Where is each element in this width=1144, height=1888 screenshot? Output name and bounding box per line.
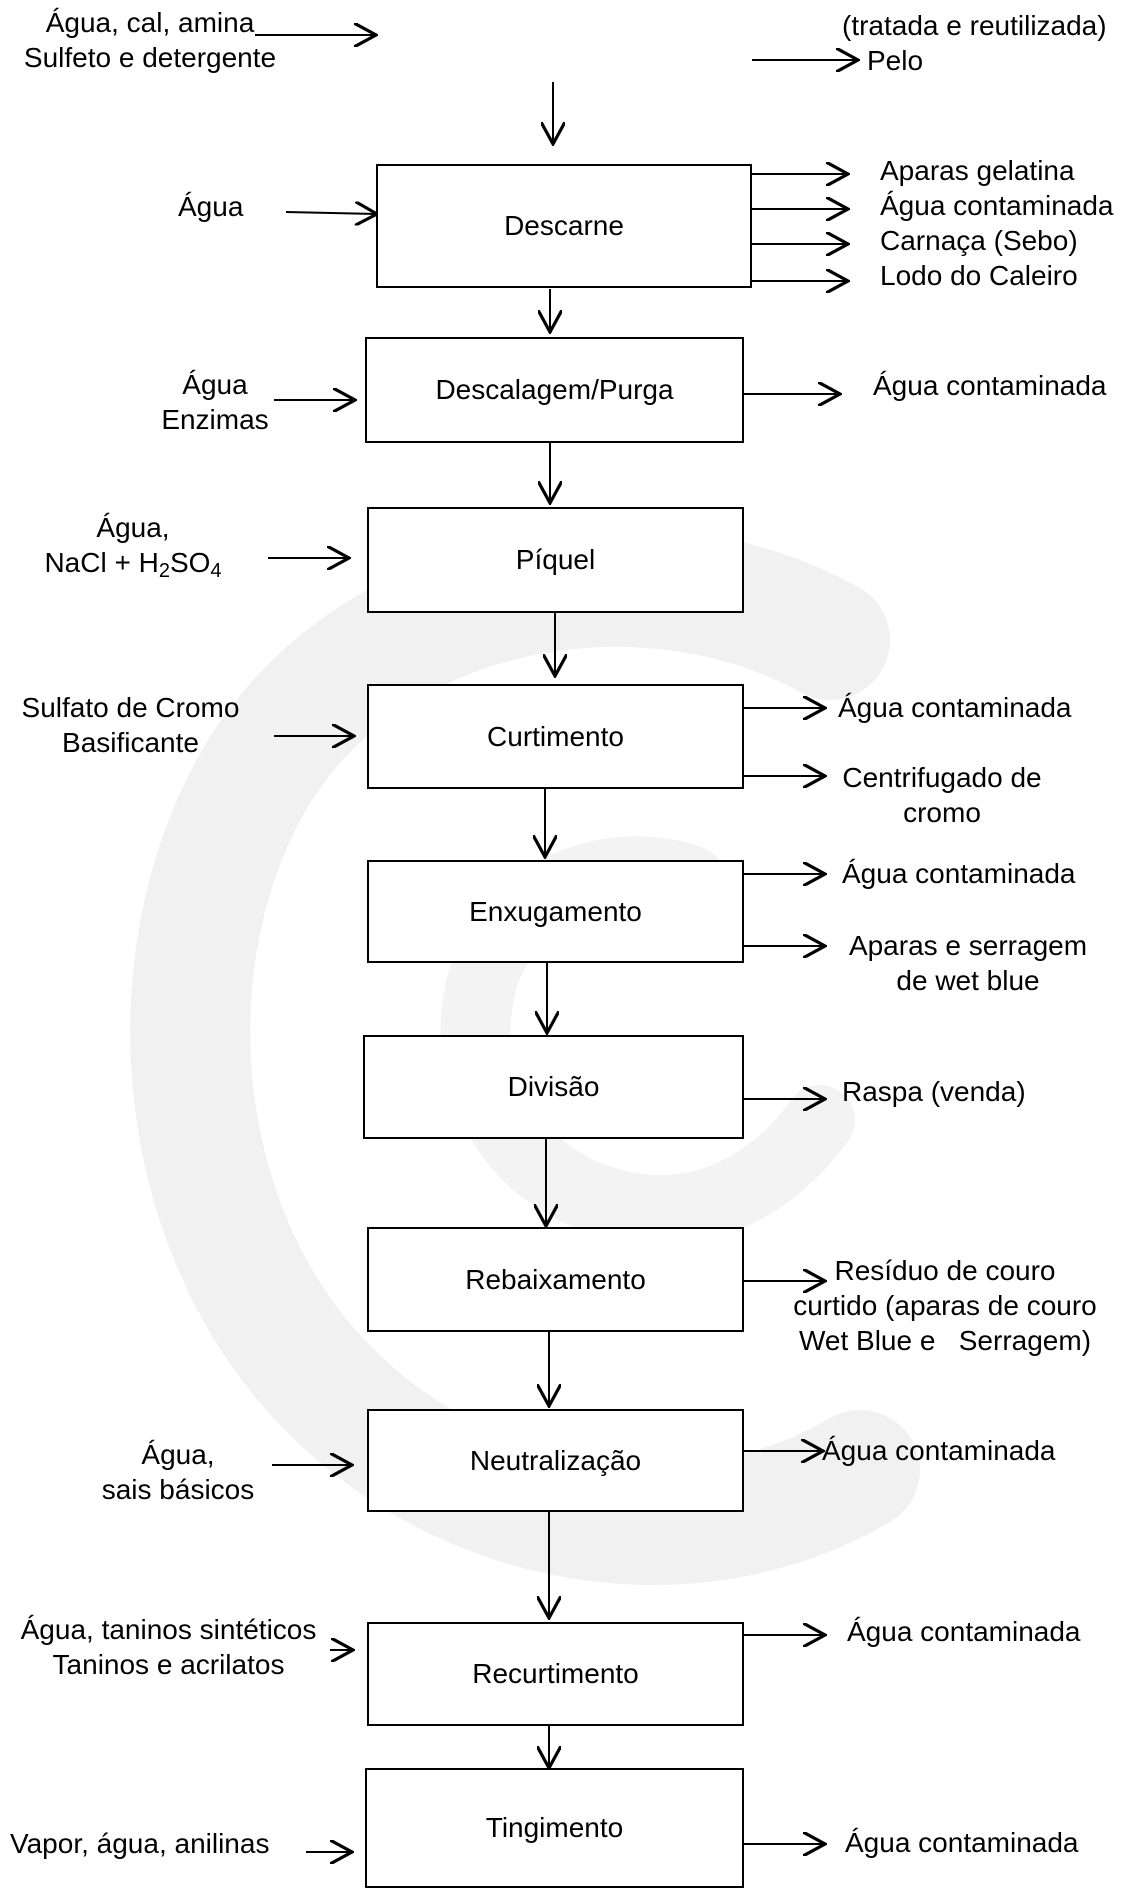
step-box-recurtimento: Recurtimento [367, 1622, 744, 1726]
top-output-line-1: (tratada e reutilizada) [842, 10, 1107, 41]
enxugamento-output-1: Água contaminada [842, 858, 1076, 889]
step-label-tingimento: Tingimento [485, 1812, 624, 1844]
step-box-neutralizacao: Neutralização [367, 1409, 744, 1512]
step-box-descarne: Descarne [376, 164, 752, 288]
curtimento-output-2b: cromo [903, 797, 981, 828]
curtimento-input-1: Sulfato de Cromo [21, 692, 240, 723]
tingimento-output: Água contaminada [845, 1827, 1079, 1858]
descalagem-inputs: Água Enzimas [150, 367, 280, 437]
step-label-descarne: Descarne [504, 210, 624, 242]
piquel-input-2d: 4 [210, 560, 222, 582]
curtimento-output-2a: Centrifugado de [842, 762, 1042, 793]
neutralizacao-inputs: Água, sais básicos [88, 1437, 268, 1507]
neutralizacao-output: Água contaminada [822, 1435, 1056, 1466]
step-label-recurtimento: Recurtimento [472, 1658, 639, 1690]
recurtimento-input-1: Água, taninos sintéticos [20, 1614, 317, 1645]
enxugamento-output-2b: de wet blue [896, 965, 1040, 996]
rebaixamento-output-2: curtido (aparas de couro [793, 1290, 1097, 1321]
step-box-descalagem-purga: Descalagem/Purga [365, 337, 744, 443]
top-output-line-2: Pelo [867, 45, 924, 76]
descarne-output-3: Carnaça (Sebo) [880, 225, 1078, 256]
rebaixamento-output: Resíduo de couro curtido (aparas de cour… [765, 1253, 1125, 1358]
piquel-inputs: Água, NaCl + H2SO4 [18, 510, 248, 582]
descarne-output-4: Lodo do Caleiro [880, 260, 1078, 291]
piquel-input-1: Água, [96, 512, 170, 543]
recurtimento-input-2: Taninos e acrilatos [52, 1649, 285, 1680]
rebaixamento-output-1: Resíduo de couro [834, 1255, 1056, 1286]
step-box-tingimento: Tingimento [365, 1768, 744, 1888]
rebaixamento-output-3: Wet Blue e Serragem) [798, 1325, 1092, 1356]
curtimento-inputs: Sulfato de Cromo Basificante [8, 690, 253, 760]
enxugamento-output-2: Aparas e serragem de wet blue [833, 928, 1103, 998]
curtimento-output-2: Centrifugado de cromo [832, 760, 1052, 830]
step-label-rebaixamento: Rebaixamento [465, 1263, 646, 1295]
neutralizacao-input-2: sais básicos [101, 1474, 255, 1505]
top-inputs: Água, cal, amina Sulfeto e detergente [10, 5, 290, 75]
step-label-piquel: Píquel [515, 544, 596, 576]
step-label-curtimento: Curtimento [487, 720, 624, 752]
step-box-piquel: Píquel [367, 507, 744, 613]
connectors [255, 35, 858, 1852]
piquel-input-2c: SO [169, 547, 211, 578]
descalagem-output: Água contaminada [873, 370, 1107, 401]
piquel-input-2a: NaCl + H [44, 547, 159, 578]
recurtimento-inputs: Água, taninos sintéticos Taninos e acril… [6, 1612, 331, 1682]
arrow-right-icon [285, 212, 377, 214]
descarne-input: Água [178, 191, 244, 222]
descarne-output-1: Aparas gelatina [880, 155, 1075, 186]
step-label-neutralizacao: Neutralização [469, 1444, 642, 1476]
step-box-rebaixamento: Rebaixamento [367, 1227, 744, 1332]
step-label-descalagem-purga: Descalagem/Purga [435, 374, 674, 406]
descarne-output-2: Água contaminada [880, 190, 1114, 221]
top-input-line-2: Sulfeto e detergente [23, 42, 277, 73]
curtimento-output-1: Água contaminada [838, 692, 1072, 723]
tingimento-input: Vapor, água, anilinas [10, 1828, 270, 1859]
curtimento-input-2: Basificante [62, 727, 199, 758]
divisao-output: Raspa (venda) [842, 1076, 1026, 1107]
step-label-enxugamento: Enxugamento [469, 895, 642, 927]
top-input-line-1: Água, cal, amina [45, 7, 255, 38]
neutralizacao-input-1: Água, [141, 1439, 215, 1470]
descalagem-input-1: Água [182, 369, 248, 400]
descalagem-input-2: Enzimas [161, 404, 269, 435]
enxugamento-output-2a: Aparas e serragem [848, 930, 1088, 961]
piquel-input-2b: 2 [158, 560, 170, 582]
step-box-divisao: Divisão [363, 1035, 744, 1139]
step-label-divisao: Divisão [507, 1071, 600, 1103]
step-box-curtimento: Curtimento [367, 684, 744, 789]
recurtimento-output: Água contaminada [847, 1616, 1081, 1647]
step-box-enxugamento: Enxugamento [367, 860, 744, 963]
piquel-input-2: NaCl + H2SO4 [18, 545, 248, 582]
